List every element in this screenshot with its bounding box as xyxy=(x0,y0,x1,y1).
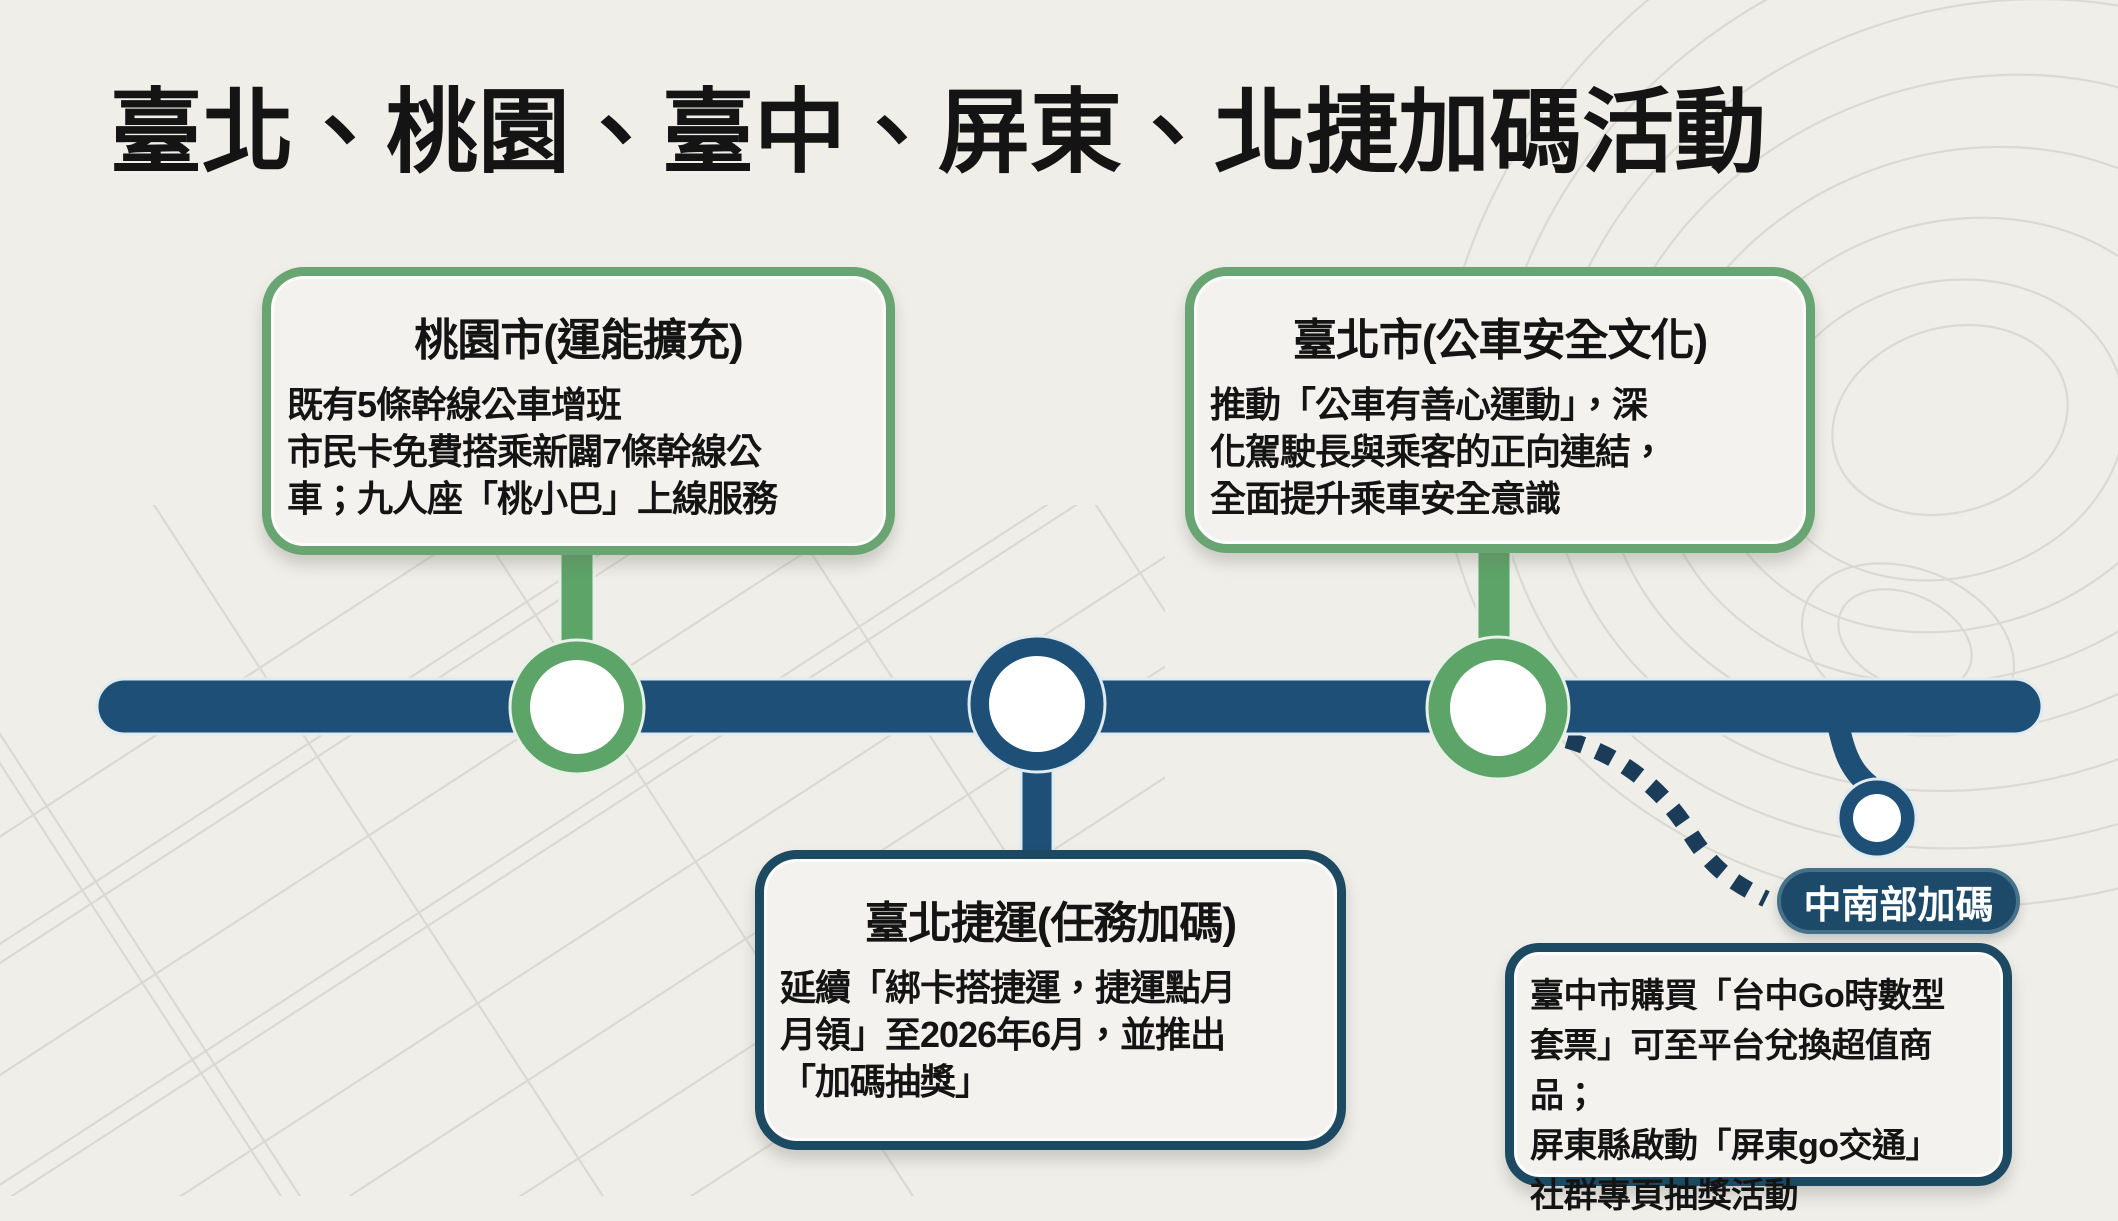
card-central-south: 臺中市購買「台中Go時數型 套票」可至平台兌換超值商品； 屏東縣啟動「屏東go交… xyxy=(1505,943,2012,1215)
card-taipei: 臺北市(公車安全文化) 推動「公車有善心運動」，深 化駕駛長與乘客的正向連結， … xyxy=(1185,267,1815,553)
page-title: 臺北、桃園、臺中、屏東、北捷加碼活動 xyxy=(110,82,1767,184)
card-taoyuan: 桃園市(運能擴充) 既有5條幹線公車增班 市民卡免費搭乘新闢7條幹線公 車；九人… xyxy=(262,267,895,555)
card-taoyuan-title: 桃園市(運能擴充) xyxy=(414,316,743,365)
timeline-node-taipei xyxy=(1425,635,1571,781)
dotted-connector xyxy=(1564,731,1770,907)
street-pattern xyxy=(0,505,1165,1196)
background-map-pattern xyxy=(0,0,2118,1196)
central-south-pill: 中南部加碼 xyxy=(1777,868,2020,934)
timeline-graphic xyxy=(95,546,2044,907)
timeline-node-central-south xyxy=(1836,777,1918,859)
card-metro: 臺北捷運(任務加碼) 延續「綁卡搭捷運，捷運點月 月領」至2026年6月，並推出… xyxy=(755,850,1346,1150)
timeline-node-metro xyxy=(967,634,1107,774)
card-taipei-body: 推動「公車有善心運動」，深 化駕駛長與乘客的正向連結， 全面提升乘車安全意識 xyxy=(1210,384,1666,519)
card-taoyuan-body: 既有5條幹線公車增班 市民卡免費搭乘新闢7條幹線公 車；九人座「桃小巴」上線服務 xyxy=(287,384,778,519)
timeline-node-taoyuan xyxy=(508,638,646,776)
card-metro-body: 延續「綁卡搭捷運，捷運點月 月領」至2026年6月，並推出 「加碼抽獎」 xyxy=(780,967,1236,1102)
card-central-south-body: 臺中市購買「台中Go時數型 套票」可至平台兌換超值商品； 屏東縣啟動「屏東go交… xyxy=(1530,977,1945,1215)
card-metro-title: 臺北捷運(任務加碼) xyxy=(864,899,1237,948)
card-taipei-title: 臺北市(公車安全文化) xyxy=(1292,316,1708,365)
